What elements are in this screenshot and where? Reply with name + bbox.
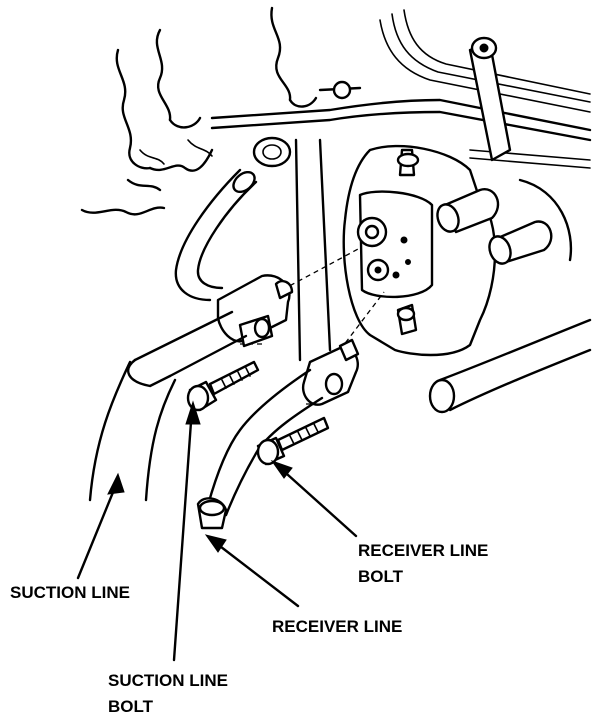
right-pipe-stubs xyxy=(428,178,592,414)
receiver-line-assembly xyxy=(196,338,360,530)
engine-background-left xyxy=(80,6,318,216)
label-suction-line-bolt-1: SUCTION LINE xyxy=(108,671,228,690)
receiver-line-bolt xyxy=(256,416,330,466)
expansion-valve-block xyxy=(342,144,497,357)
label-suction-line: SUCTION LINE xyxy=(10,583,130,602)
suction-line-assembly xyxy=(88,274,294,502)
vertical-pipe xyxy=(252,136,332,362)
curved-hose xyxy=(174,168,258,302)
label-receiver-line-bolt-1: RECEIVER LINE xyxy=(358,541,488,560)
label-receiver-line-bolt-2: BOLT xyxy=(358,567,404,586)
suction-line-bolt xyxy=(186,360,260,412)
leader-lines xyxy=(76,400,358,662)
bracket-strap xyxy=(468,36,512,162)
label-receiver-line: RECEIVER LINE xyxy=(272,617,402,636)
label-suction-line-bolt-2: BOLT xyxy=(108,697,154,716)
